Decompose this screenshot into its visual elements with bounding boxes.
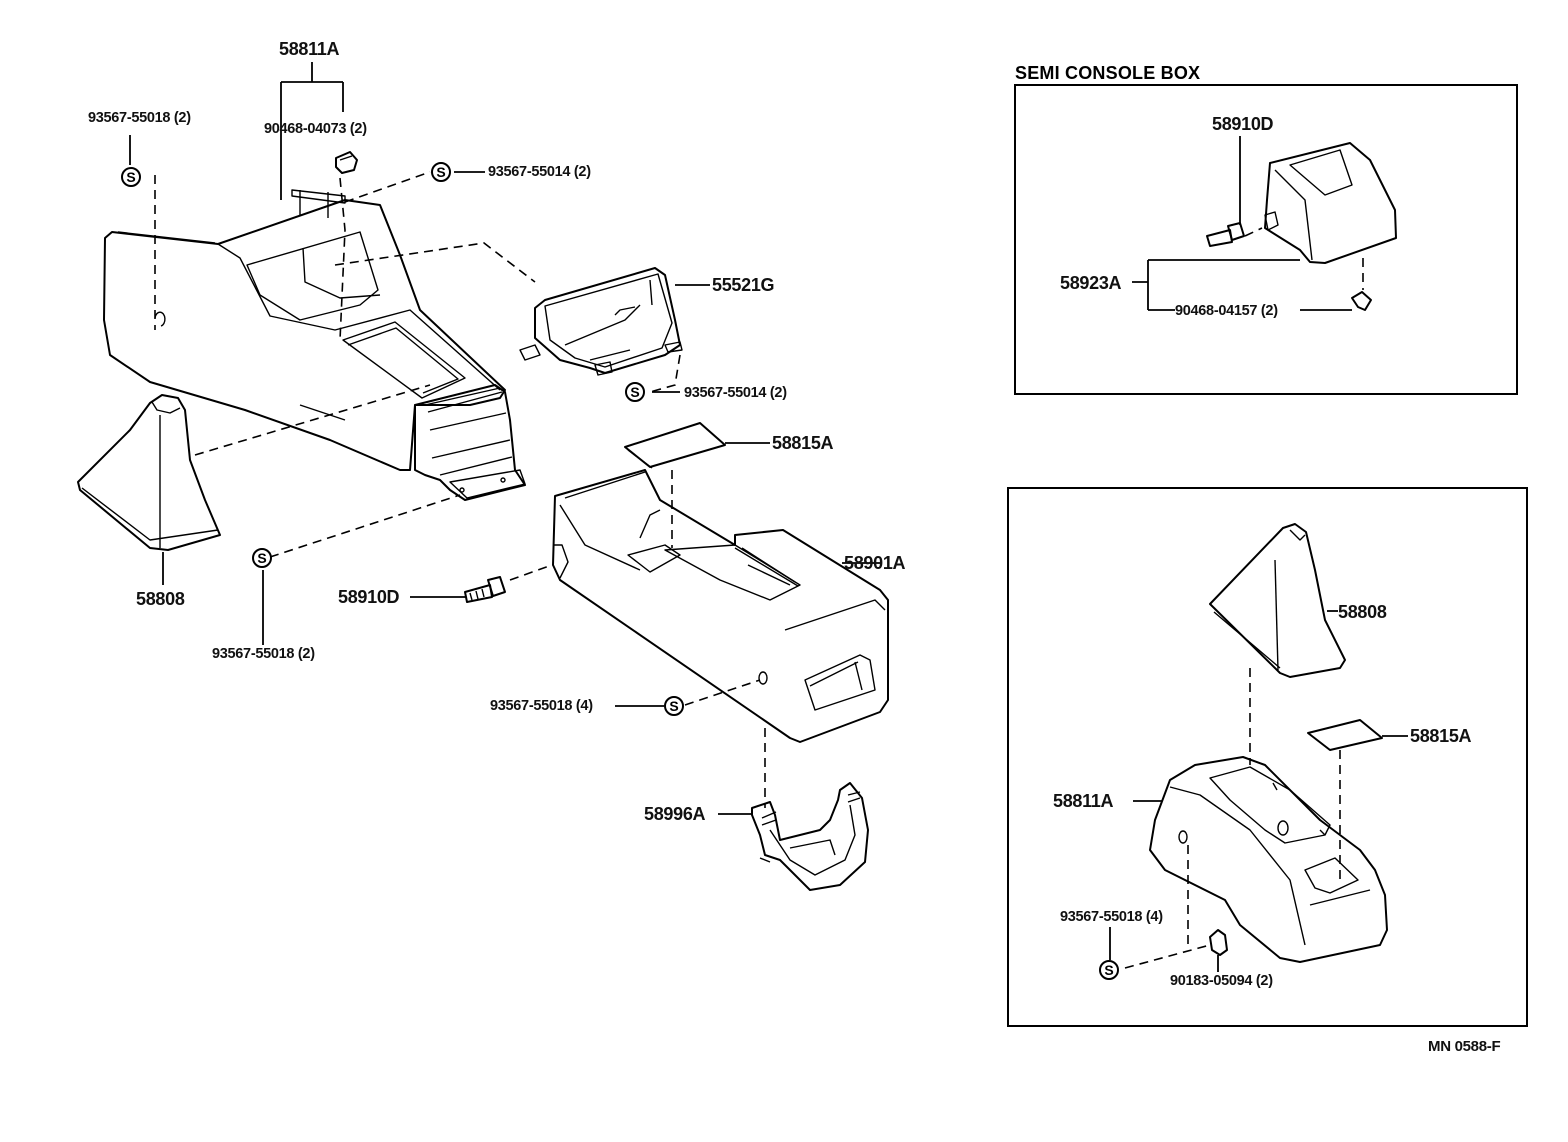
- label-console-box: 58901A: [844, 553, 906, 573]
- label-clip-top: 90468-04073 (2): [264, 121, 367, 137]
- screw-symbol-icon: S: [664, 696, 684, 716]
- figure-code: MN 0588-F: [1428, 1038, 1501, 1055]
- label-alt-mat: 58815A: [1410, 726, 1472, 746]
- mat-drawing: [624, 422, 726, 469]
- label-screw-box: 93567-55018 (4): [490, 698, 593, 714]
- bolt-58910D-drawing: [464, 576, 506, 603]
- label-screw-pocket: 93567-55014 (2): [684, 385, 787, 401]
- console-panel-drawing: [103, 189, 526, 501]
- label-screw-lower-left: 93567-55018 (2): [212, 646, 315, 662]
- clip-90468-04073-drawing: [335, 151, 358, 174]
- alt-clip-drawing: [1209, 929, 1228, 956]
- alt-shift-boot-drawing: [1209, 523, 1346, 678]
- alt-console-panel-drawing: [1149, 756, 1388, 963]
- shift-boot-drawing: [77, 394, 221, 551]
- alt-console-frame: [1007, 487, 1528, 1027]
- label-bolt: 58910D: [338, 587, 400, 607]
- label-semi-box: 58923A: [1060, 273, 1122, 293]
- screw-symbol-icon: S: [252, 548, 272, 568]
- semi-console-box-title: SEMI CONSOLE BOX: [1015, 63, 1201, 83]
- assembly-lines: [154, 171, 766, 808]
- label-alt-console-panel: 58811A: [1053, 791, 1114, 811]
- label-alt-screw: 93567-55018 (4): [1060, 909, 1163, 925]
- semi-bolt-drawing: [1206, 222, 1245, 247]
- semi-console-box-drawing: [1264, 142, 1397, 264]
- label-screw-left: 93567-55018 (2): [88, 110, 191, 126]
- label-pocket: 55521G: [712, 275, 775, 295]
- screw-symbol-icon: S: [431, 162, 451, 182]
- label-console-panel: 58811A: [279, 39, 340, 59]
- leader-lines: [129, 62, 880, 815]
- pocket-drawing: [519, 267, 683, 376]
- label-mat: 58815A: [772, 433, 834, 453]
- screw-symbol-icon: S: [1099, 960, 1119, 980]
- label-bracket: 58996A: [644, 804, 706, 824]
- label-shift-boot: 58808: [136, 589, 185, 609]
- screw-symbol-icon: S: [121, 167, 141, 187]
- label-screw-top-right: 93567-55014 (2): [488, 164, 591, 180]
- semi-console-box-frame: [1014, 84, 1518, 395]
- semi-clip-drawing: [1351, 291, 1372, 311]
- alt-lines: [1109, 610, 1408, 972]
- label-semi-clip: 90468-04157 (2): [1175, 303, 1278, 319]
- alt-mat-drawing: [1307, 719, 1383, 751]
- semi-lines: [1132, 136, 1364, 311]
- bracket-drawing: [751, 782, 869, 891]
- label-semi-bolt: 58910D: [1212, 114, 1274, 134]
- screw-symbol-icon: S: [625, 382, 645, 402]
- label-alt-clip: 90183-05094 (2): [1170, 973, 1273, 989]
- label-alt-shift-boot: 58808: [1338, 602, 1387, 622]
- console-box-drawing: [552, 469, 889, 743]
